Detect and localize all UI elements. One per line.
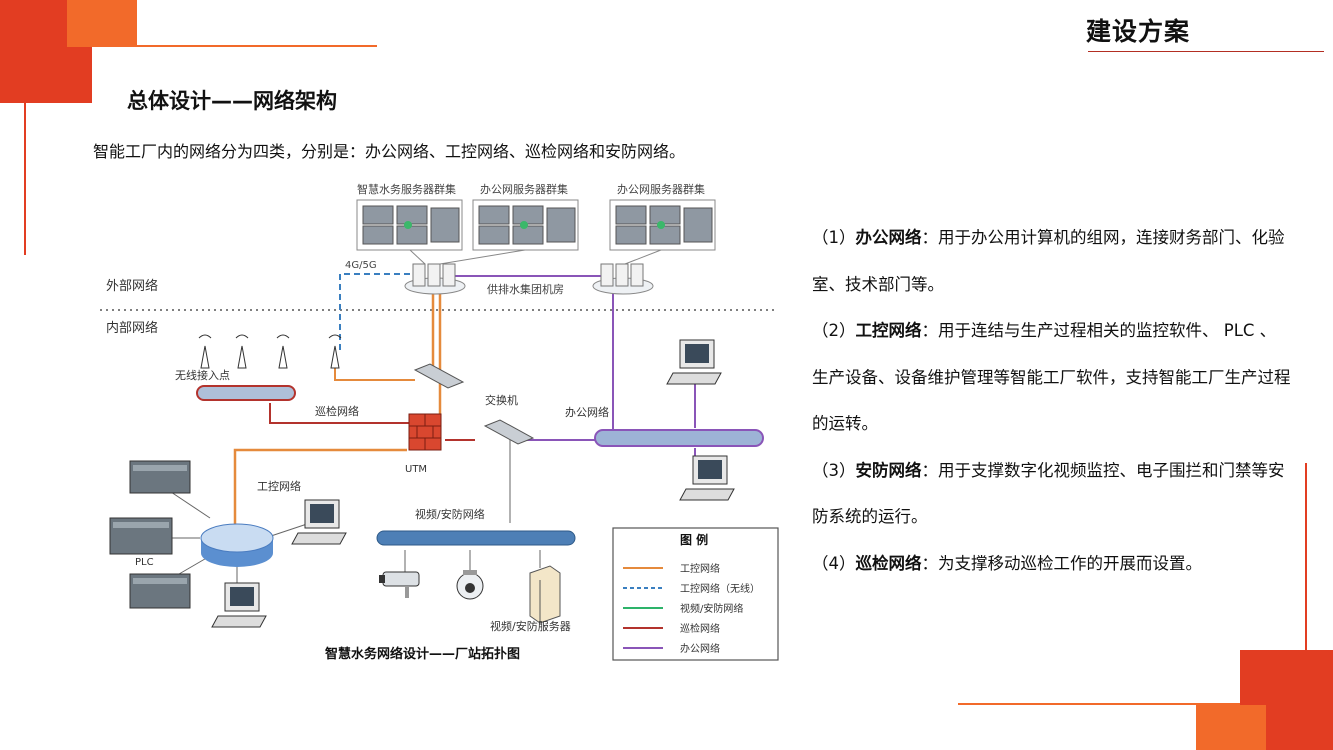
patrol-net-label: 巡检网络 xyxy=(315,404,359,418)
computer-icon xyxy=(666,339,722,385)
list-item: （4）巡检网络：为支撑移动巡检工作的开展而设置。 xyxy=(812,553,1202,573)
zone-label-external: 外部网络 xyxy=(106,278,158,294)
plc-rack-icon xyxy=(129,573,191,609)
corner-decoration-bottom-right-accent xyxy=(1196,705,1266,750)
plc-rack-icon xyxy=(129,460,191,494)
divider-line xyxy=(24,100,26,255)
diagram-legend xyxy=(612,527,779,661)
control-link-line xyxy=(334,358,415,381)
cluster-label: 智慧水务服务器群集 xyxy=(357,182,456,196)
wireless-ap-icon xyxy=(235,334,249,369)
legend-label: 视频/安防网络 xyxy=(680,602,743,615)
dome-camera-icon xyxy=(456,570,484,600)
utm-label: UTM xyxy=(405,464,427,475)
divider-line xyxy=(958,703,1258,705)
patrol-link-line xyxy=(269,403,413,424)
legend-label: 办公网络 xyxy=(680,642,720,655)
camera-icon xyxy=(379,571,420,598)
list-item: （2）工控网络：用于连结与生产过程相关的监控软件、 PLC 、生产设备、设备维护… xyxy=(812,321,1291,433)
server-rack-icon xyxy=(592,263,654,295)
video-network-bus xyxy=(376,530,576,546)
wireless-ap-icon xyxy=(328,334,342,369)
legend-label: 巡检网络 xyxy=(680,622,720,635)
switch-label: 交换机 xyxy=(485,393,518,407)
link-label: 4G/5G xyxy=(345,260,377,271)
office-network-bus xyxy=(594,429,764,447)
control-link-line xyxy=(233,448,407,538)
cluster-label: 办公网服务器群集 xyxy=(480,182,568,196)
computer-icon xyxy=(211,582,267,628)
list-item: （1）办公网络：用于办公用计算机的组网，连接财务部门、化验室、技术部门等。 xyxy=(812,228,1285,294)
legend-label: 工控网络 xyxy=(680,562,720,575)
corner-decoration-top-left-accent xyxy=(67,0,137,45)
server-tower-icon xyxy=(529,565,561,624)
list-item: （3）安防网络：用于支撑数字化视频监控、电子围拦和门禁等安防系统的运行。 xyxy=(812,460,1285,527)
patrol-network-bus xyxy=(196,385,296,401)
video-net-label: 视频/安防网络 xyxy=(415,507,485,521)
server-cluster-icon xyxy=(472,199,579,251)
computer-icon xyxy=(291,499,347,545)
firewall-icon xyxy=(408,413,442,451)
server-cluster-icon xyxy=(609,199,716,251)
control-net-label: 工控网络 xyxy=(257,479,301,493)
server-rack-icon xyxy=(404,263,466,295)
legend-title: 图 例 xyxy=(680,532,708,547)
wireless-ap-icon xyxy=(276,334,290,369)
zone-label-internal: 内部网络 xyxy=(106,320,158,336)
server-cluster-icon xyxy=(356,199,463,251)
diagram-caption: 智慧水务网络设计——厂站拓扑图 xyxy=(325,646,520,662)
divider-line xyxy=(1088,51,1324,52)
plc-label: PLC xyxy=(135,557,154,568)
network-switch-icon xyxy=(413,363,465,389)
control-network-ring xyxy=(200,523,274,567)
room-label: 供排水集团机房 xyxy=(487,282,564,296)
cluster-label: 办公网服务器群集 xyxy=(617,182,705,196)
divider-line xyxy=(67,45,377,47)
intro-text: 智能工厂内的网络分为四类，分别是：办公网络、工控网络、巡检网络和安防网络。 xyxy=(93,142,686,161)
ap-label: 无线接入点 xyxy=(175,368,230,382)
network-description-list: （1）办公网络：用于办公用计算机的组网，连接财务部门、化验室、技术部门等。 （2… xyxy=(812,215,1292,587)
wireless-ap-icon xyxy=(198,334,212,369)
page-title: 总体设计——网络架构 xyxy=(127,89,337,113)
section-label: 建设方案 xyxy=(1086,17,1191,46)
computer-icon xyxy=(679,455,735,501)
network-switch-icon xyxy=(483,419,535,445)
divider-line xyxy=(1305,463,1307,688)
office-net-label: 办公网络 xyxy=(565,405,609,419)
video-server-label: 视频/安防服务器 xyxy=(490,619,571,633)
wireless-link-line xyxy=(339,273,413,350)
legend-label: 工控网络（无线） xyxy=(680,582,760,595)
plc-rack-icon xyxy=(109,517,173,555)
